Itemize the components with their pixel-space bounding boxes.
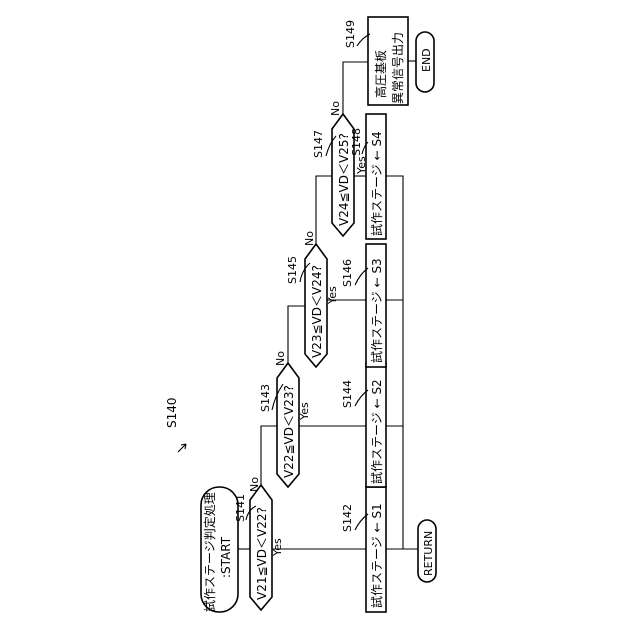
action-3-text: 試作ステージ ← S3	[369, 258, 384, 363]
action-1-step: S142	[341, 504, 354, 532]
action-3-step: S146	[341, 259, 354, 287]
decision-2-text: V22≦VD＜V23?	[282, 385, 296, 478]
decision-2-step: S143	[259, 384, 272, 412]
return-label: RETURN	[422, 531, 435, 576]
abnormal-output-line2: 異常信号出力	[391, 32, 405, 104]
decision-1-no: No	[248, 477, 261, 492]
figure-label: S140	[165, 397, 179, 428]
connector-a4-merge	[386, 176, 403, 426]
start-label-line2: :START	[219, 536, 233, 578]
connector-d3-no	[316, 176, 332, 244]
action-2-text: 試作ステージ ← S2	[369, 379, 384, 484]
decision-3-text: V23≦VD＜V24?	[310, 265, 324, 358]
action-1-text: 試作ステージ ← S1	[369, 503, 384, 608]
decision-3-step: S145	[286, 256, 299, 284]
action-2-step: S144	[341, 380, 354, 408]
connector-d1-no	[261, 426, 277, 485]
decision-3-yes: Yes	[326, 286, 339, 305]
connector-a2-merge	[386, 426, 403, 549]
action-4-step: S148	[350, 128, 363, 156]
action-4-text: 試作ステージ ← S4	[369, 131, 384, 236]
decision-4-step: S147	[312, 130, 325, 158]
decision-3-no: No	[303, 231, 316, 246]
decision-1-step: S141	[234, 494, 247, 522]
figure-label-arrow	[178, 444, 186, 452]
connector-d2-no	[288, 306, 305, 363]
abnormal-output-step: S149	[344, 20, 357, 48]
decision-1-yes: Yes	[271, 538, 284, 557]
decision-4-text: V24≦VD＜V25?	[337, 133, 351, 226]
connector-d4-no	[343, 62, 368, 114]
abnormal-output-line1: 高圧基板	[373, 50, 388, 98]
decision-2-no: No	[274, 351, 287, 366]
end-label: END	[420, 48, 433, 72]
decision-1-text: V21≦VD＜V22?	[255, 507, 269, 600]
decision-2-yes: Yes	[298, 402, 311, 421]
decision-4-no: No	[329, 101, 342, 116]
start-label-line1: 試作ステージ判定処理	[202, 492, 217, 612]
